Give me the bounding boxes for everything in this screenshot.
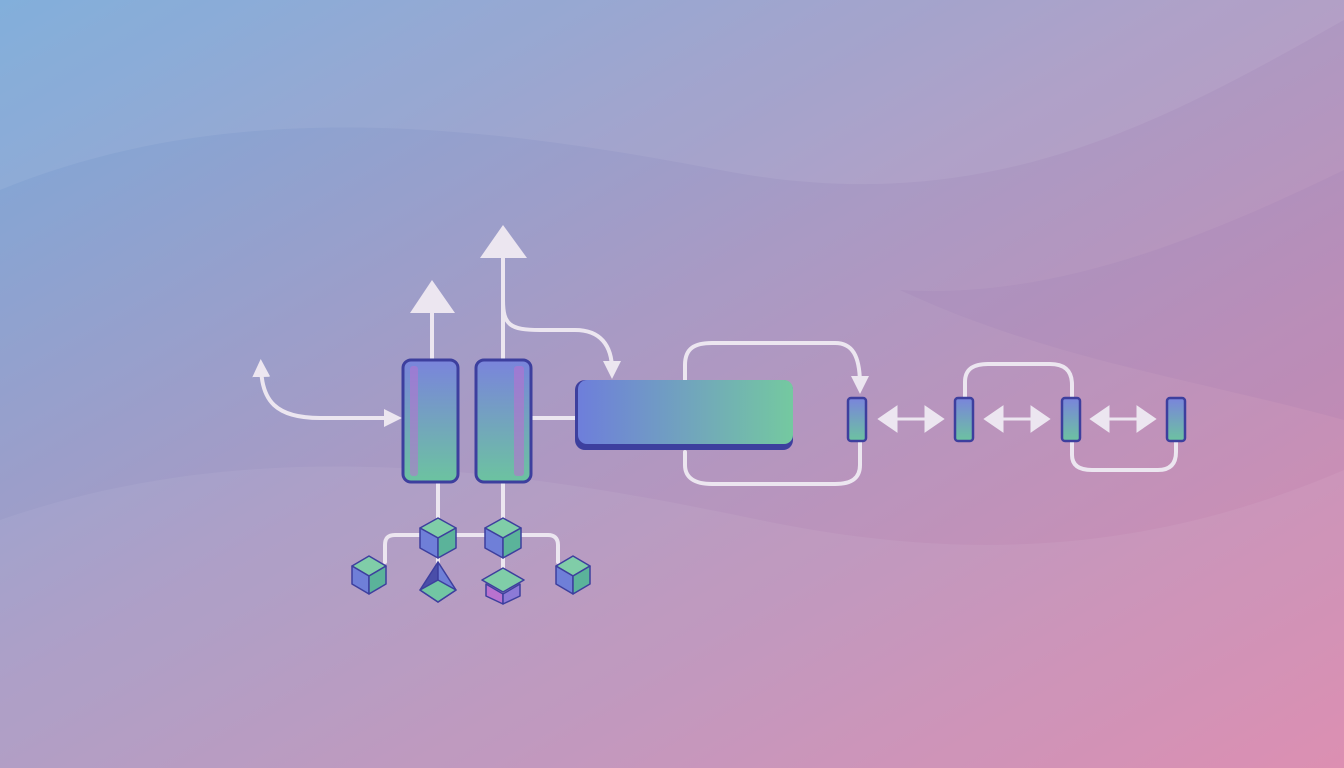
cube-icon	[351, 555, 387, 595]
pyramid-icon	[419, 561, 457, 603]
connector-lines	[252, 256, 1178, 574]
up-branch-line	[501, 256, 612, 370]
cube-branch-bar	[383, 533, 560, 564]
small-block-2	[953, 396, 975, 443]
open-box-icon	[481, 567, 525, 605]
bridge-top	[963, 362, 1074, 400]
cube-icon	[419, 517, 457, 559]
double-arrows	[877, 405, 1157, 433]
up-arrow-icon	[480, 225, 527, 258]
curved-arrow-icon	[252, 359, 402, 427]
double-headed-arrow-icon	[877, 405, 945, 433]
bridge-bottom	[1070, 439, 1178, 472]
small-block-4	[1165, 396, 1187, 443]
small-block-3	[1060, 396, 1082, 443]
small-block-1	[846, 396, 868, 443]
loop-path-bottom	[683, 439, 862, 486]
double-headed-arrow-icon	[983, 405, 1051, 433]
up-arrow-icon	[410, 280, 455, 313]
cube-icon	[555, 555, 591, 595]
background-wave-right	[900, 170, 1344, 420]
background-wave-mid	[0, 466, 1344, 768]
cube-group	[351, 517, 591, 605]
background-wave-top	[0, 0, 1344, 190]
tall-block-2	[474, 358, 533, 484]
cube-icon	[484, 517, 522, 559]
loop-path	[683, 341, 869, 394]
tall-block-1	[401, 358, 460, 484]
wide-block	[575, 380, 793, 450]
double-headed-arrow-icon	[1089, 405, 1157, 433]
